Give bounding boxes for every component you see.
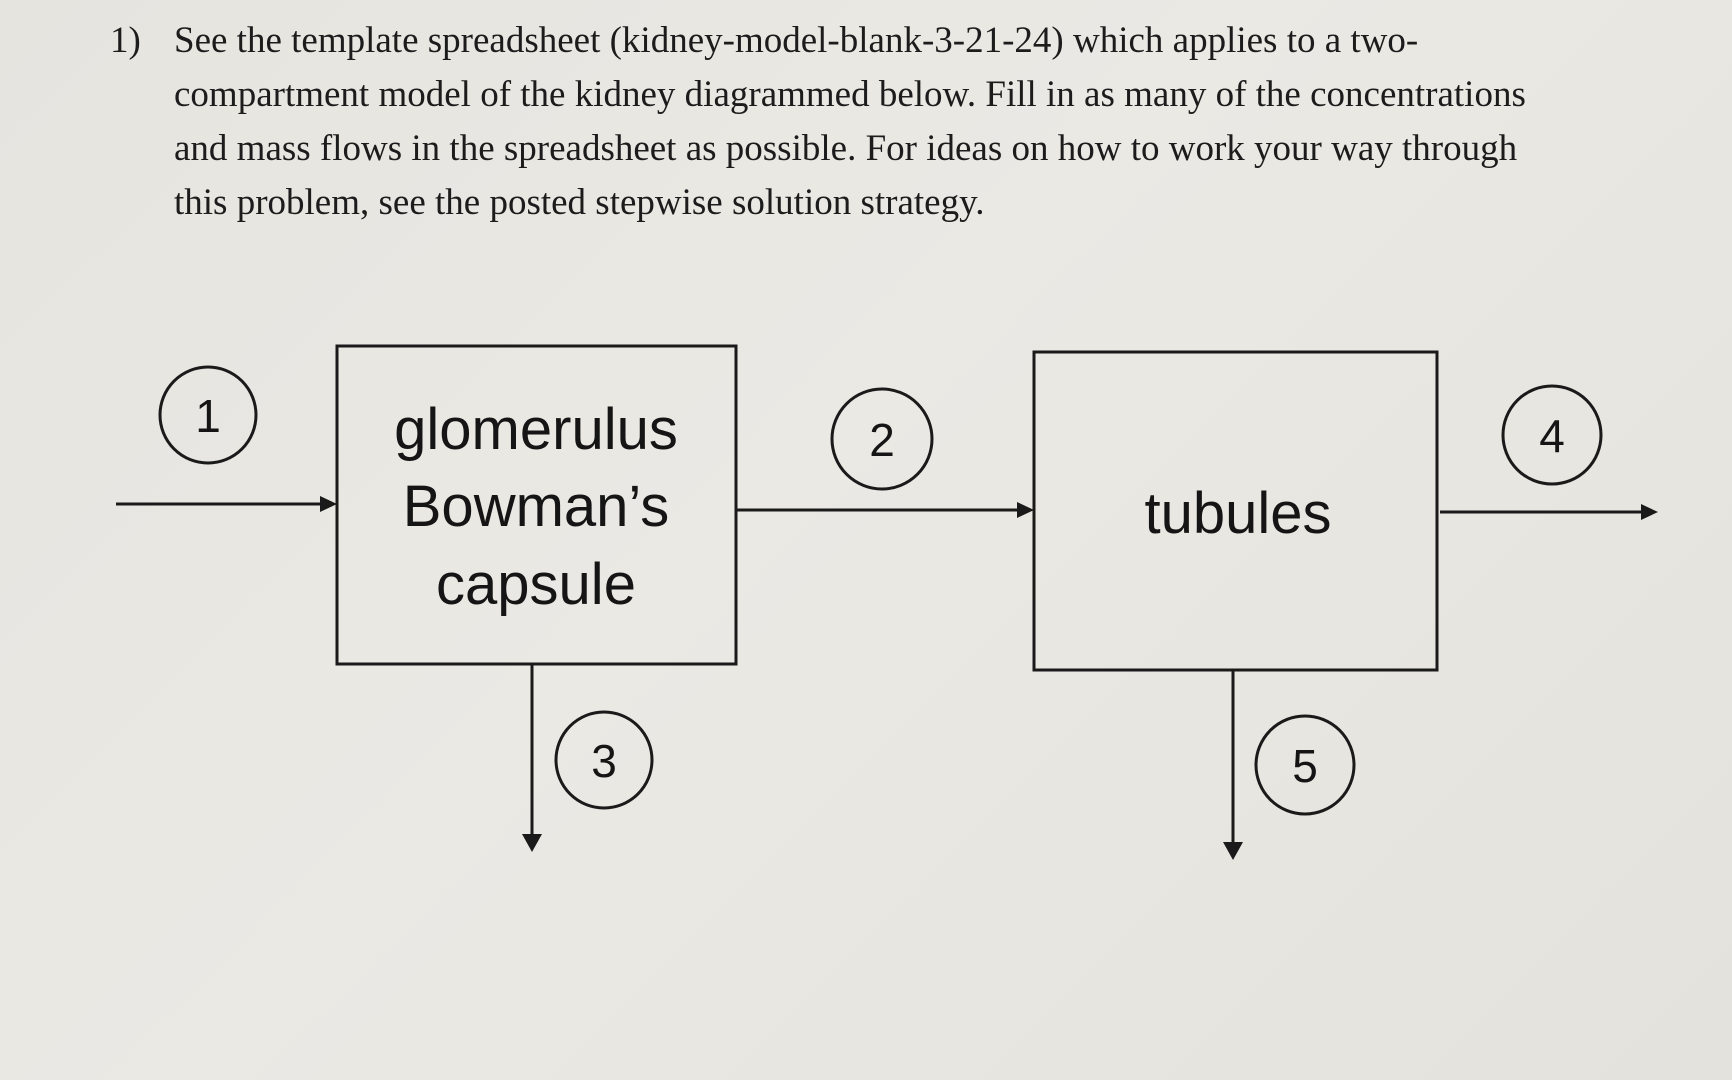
tubules-box — [1032, 350, 1439, 672]
glomerulus-label-line-1: glomerulus — [394, 397, 678, 462]
problem-line-1: See the template spreadsheet (kidney-mod… — [174, 20, 1419, 61]
stream-4-arrowhead — [1641, 504, 1658, 520]
tubules-label: tubules — [1144, 481, 1331, 546]
stream-1-arrowhead — [320, 496, 337, 512]
stream-4-label: 4 — [1539, 410, 1565, 462]
problem-line-2: compartment model of the kidney diagramm… — [174, 74, 1526, 115]
stream-3-arrowhead — [522, 834, 542, 852]
problem-number: 1) — [110, 20, 141, 61]
stream-2-circle — [830, 387, 934, 491]
glomerulus-label-line-2: Bowman’s — [403, 474, 670, 539]
stream-5-label: 5 — [1292, 740, 1318, 792]
problem-line-4: this problem, see the posted stepwise so… — [174, 182, 985, 223]
problem-text: See the template spreadsheet (kidney-mod… — [174, 14, 1710, 230]
problem-line-3: and mass flows in the spreadsheet as pos… — [174, 128, 1518, 169]
stream-2-arrowhead — [1017, 502, 1034, 518]
stream-3-label: 3 — [591, 735, 617, 787]
stream-1-circle — [158, 365, 258, 465]
stream-5-circle — [1254, 714, 1356, 816]
stream-5-arrowhead — [1223, 842, 1243, 860]
glomerulus-label-line-3: capsule — [436, 552, 636, 617]
stream-1-label: 1 — [195, 390, 221, 442]
stream-3-circle — [554, 710, 654, 810]
stream-4-circle — [1501, 384, 1603, 486]
stream-2-label: 2 — [869, 414, 895, 466]
glomerulus-box — [335, 344, 738, 666]
